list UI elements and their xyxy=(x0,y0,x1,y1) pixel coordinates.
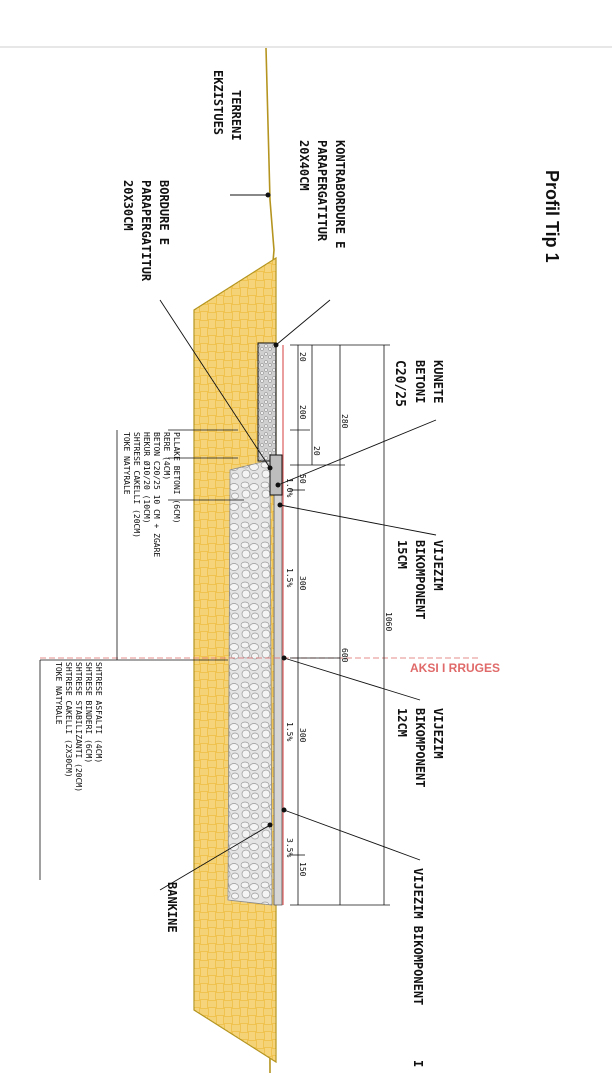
label-terreni: TERRENI EKZISTUES xyxy=(211,70,243,141)
page-title: Profil Tip 1 xyxy=(542,170,562,263)
road-layer-list: SHTRESE ASFALTI (4CM) SHTRESE BINDERI (6… xyxy=(54,662,103,792)
svg-text:VIJEZIM: VIJEZIM xyxy=(431,708,445,759)
sidewalk-layer: BETON C20/25 10 CM + ZGARE xyxy=(152,432,161,557)
svg-text:12CM: 12CM xyxy=(395,708,409,737)
label-kontrabordure: KONTRABORDURE E PARAPERGATITUR 20X40CM xyxy=(297,140,347,248)
label-vijezim-1: VIJEZIM BIKOMPONENT 15CM xyxy=(395,540,445,619)
slope-1: 1.0% xyxy=(285,478,294,497)
svg-text:20X30CM: 20X30CM xyxy=(121,180,135,231)
road-layer: SHTRESE ASFALTI (4CM) xyxy=(94,662,103,763)
sidewalk-layer: RERE (4CM) xyxy=(162,432,171,480)
label-bankine: BANKINE xyxy=(165,882,179,933)
dim-300b: 300 xyxy=(298,728,307,743)
svg-text:BETONI: BETONI xyxy=(413,360,427,403)
dim-150: 150 xyxy=(298,862,307,877)
dim-20b: 20 xyxy=(312,446,321,456)
gravel-subbase xyxy=(227,459,273,906)
kunete-channel xyxy=(269,454,283,496)
road-axis-label: AKSI I RRUGES xyxy=(410,661,500,675)
label-bordure: BORDURE E PARAPERGATITUR 20X30CM xyxy=(121,180,171,282)
label-kunete: KUNETE BETONI C20/25 xyxy=(392,360,445,407)
slope-3: 1.5% xyxy=(285,722,294,741)
dim-200: 200 xyxy=(298,405,307,420)
label-vijezim-3: VIJEZIM BIKOMPONENT I xyxy=(411,868,425,1067)
sidewalk-block xyxy=(257,342,277,462)
svg-text:KONTRABORDURE E: KONTRABORDURE E xyxy=(333,140,347,248)
dim-20a: 20 xyxy=(298,352,307,362)
svg-text:EKZISTUES: EKZISTUES xyxy=(211,70,225,135)
dimension-texts: 20 200 20 50 280 300 300 150 600 1060 1.… xyxy=(285,352,393,877)
svg-text:BIKOMPONENT: BIKOMPONENT xyxy=(413,708,427,787)
road-layer: SHTRESE STABILIZANTI (20CM) xyxy=(74,662,83,792)
leader-dots xyxy=(265,192,287,828)
leader-lines xyxy=(159,194,437,891)
road-layer: TOKE NATYRALE xyxy=(54,662,63,725)
slope-4: 3.5% xyxy=(285,838,294,857)
svg-text:TERRENI: TERRENI xyxy=(229,90,243,141)
sidewalk-layer-list: PLLAKE BETONI (6CM) RERE (4CM) BETON C20… xyxy=(122,432,181,557)
svg-text:VIJEZIM: VIJEZIM xyxy=(431,540,445,591)
label-vijezim-2: VIJEZIM BIKOMPONENT 12CM xyxy=(395,708,445,787)
svg-text:PARAPERGATITUR: PARAPERGATITUR xyxy=(315,140,329,242)
svg-text:VIJEZIM BIKOMPONENT: VIJEZIM BIKOMPONENT xyxy=(411,868,425,1005)
svg-text:C20/25: C20/25 xyxy=(392,360,407,407)
dim-600: 600 xyxy=(340,648,349,663)
slope-2: 1.5% xyxy=(285,568,294,587)
road-layer: SHTRESE CAKELLI (2X30CM) xyxy=(64,662,73,778)
svg-text:20X40CM: 20X40CM xyxy=(297,140,311,191)
dim-50: 50 xyxy=(298,474,307,484)
road-layer: SHTRESE BINDERI (6CM) xyxy=(84,662,93,763)
svg-text:KUNETE: KUNETE xyxy=(431,360,445,403)
svg-text:BORDURE E: BORDURE E xyxy=(157,180,171,245)
svg-text:I: I xyxy=(411,1060,425,1067)
pavement-layers xyxy=(273,461,283,906)
layer-table-lines xyxy=(39,429,244,880)
sidewalk-layer: TOKE NATYRALE xyxy=(122,432,131,495)
svg-text:BIKOMPONENT: BIKOMPONENT xyxy=(413,540,427,619)
sidewalk-layer: PLLAKE BETONI (6CM) xyxy=(172,432,181,524)
dim-280: 280 xyxy=(340,414,349,429)
dimension-lines xyxy=(290,344,390,906)
sidewalk-layer: SHTRESE CAKELLI (20CM) xyxy=(132,432,141,538)
svg-text:PARAPERGATITUR: PARAPERGATITUR xyxy=(139,180,153,282)
dim-1060: 1060 xyxy=(384,612,393,631)
dim-300a: 300 xyxy=(298,576,307,591)
svg-text:15CM: 15CM xyxy=(395,540,409,569)
sidewalk-layer: HEKUR Ø10/20 (10CM) xyxy=(142,432,152,524)
